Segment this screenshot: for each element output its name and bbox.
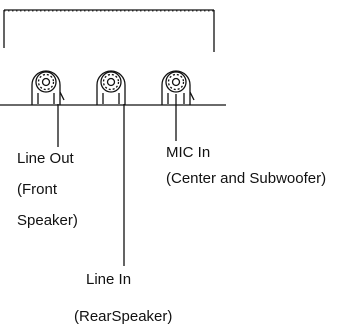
line-out-label: Line Out (17, 150, 74, 167)
mic-in-sublabel: (Center and Subwoofer) (166, 170, 327, 187)
line-in-sublabel: (RearSpeaker) (74, 308, 173, 325)
line-in-label: Line In (86, 271, 132, 288)
jack-mic-in (161, 70, 195, 105)
line-out-sublabel: (Front (17, 181, 58, 198)
jack-line-out (31, 70, 65, 105)
panel-bracket (0, 9, 226, 106)
jack-line-in (96, 70, 126, 105)
line-out-sublabel: Speaker) (17, 212, 78, 229)
mic-in-label: MIC In (166, 144, 211, 161)
